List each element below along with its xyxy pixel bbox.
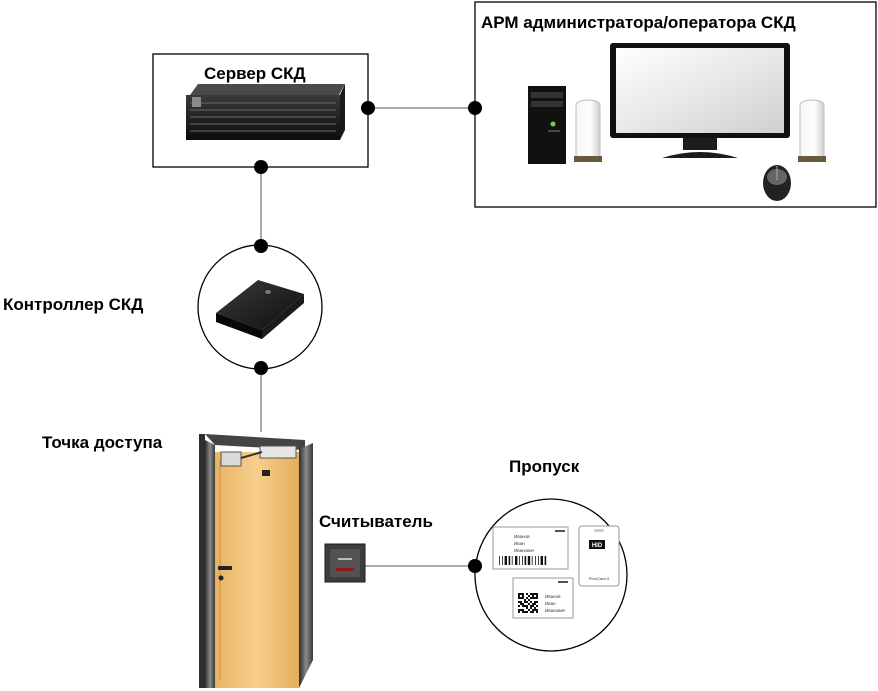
- reader-label: Считыватель: [319, 512, 433, 531]
- workstation-node: [474, 1, 877, 208]
- controller-icon: [216, 280, 304, 339]
- hid-model: ProxCard II: [589, 576, 609, 581]
- dot-controller-bottom: [254, 361, 268, 375]
- pass-node: Иванов Иван Иванович HID ProxCard II Ива…: [474, 498, 628, 652]
- dot-server-bottom: [254, 160, 268, 174]
- connection-lines: [260, 107, 475, 567]
- controller-label: Контроллер СКД: [3, 295, 144, 314]
- door-closer-icon: [220, 445, 297, 476]
- server-label: Сервер СКД: [204, 64, 306, 83]
- card1-line-2: Иван: [514, 541, 525, 546]
- dot-controller-top: [254, 239, 268, 253]
- access-point-label: Точка доступа: [42, 433, 163, 452]
- hid-card: HID ProxCard II: [578, 525, 620, 587]
- dot-workstation-left: [468, 101, 482, 115]
- id-card-1: Иванов Иван Иванович: [492, 526, 569, 570]
- dot-pass-left: [468, 559, 482, 573]
- barcode-icon: [499, 556, 547, 565]
- door-access-point: [199, 434, 313, 688]
- server-node: [152, 53, 369, 168]
- monitor-icon: [610, 43, 790, 158]
- reader-icon: [324, 543, 366, 583]
- workstation-label: АРМ администратора/оператора СКД: [481, 13, 796, 32]
- server-icon: [186, 84, 345, 140]
- speaker-left-icon: [574, 99, 602, 162]
- card1-line-1: Иванов: [514, 534, 530, 539]
- controller-node: [197, 244, 323, 370]
- id-card-2: Иванов Иван Иванович: [512, 577, 574, 619]
- pass-label: Пропуск: [509, 457, 580, 476]
- mouse-icon: [763, 165, 791, 201]
- hid-brand: HID: [592, 543, 603, 549]
- card2-line-1: Иванов: [545, 594, 561, 599]
- card1-line-3: Иванович: [514, 548, 535, 553]
- speaker-right-icon: [798, 99, 826, 162]
- card2-line-2: Иван: [545, 601, 556, 606]
- dot-server-right: [361, 101, 375, 115]
- door-handle-icon: [218, 566, 232, 581]
- card2-line-3: Иванович: [545, 608, 566, 613]
- qr-code-icon: [518, 593, 538, 613]
- connection-dots: [254, 101, 482, 573]
- pc-tower-icon: [528, 86, 566, 164]
